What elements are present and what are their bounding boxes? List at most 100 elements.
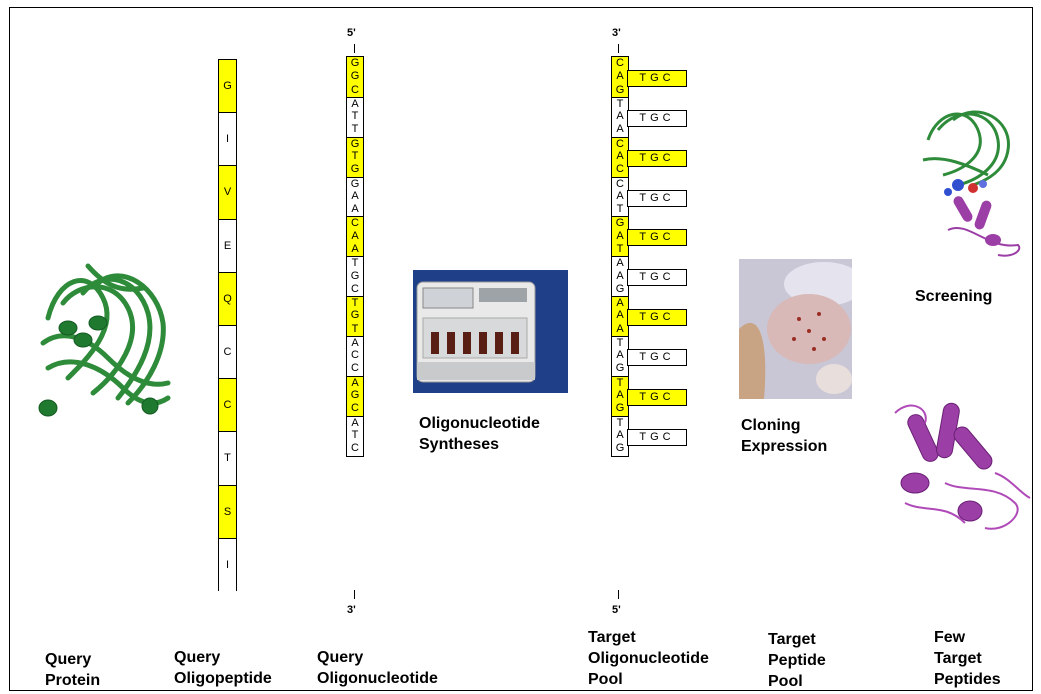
query-oligo-base: A [347, 375, 363, 390]
query-oligo-base: G [347, 309, 363, 323]
target-oligo-base: T [612, 335, 628, 350]
target-oligo-base: T [612, 375, 628, 390]
target-oligo-base: A [612, 70, 628, 84]
query-oligo-base: G [347, 389, 363, 403]
peptide-cell: C [219, 325, 236, 380]
query-oligo-base: G [347, 269, 363, 283]
query-oligo-base: C [347, 402, 363, 416]
peptide-cell: S [219, 485, 236, 539]
anticodon-box: TGC [627, 149, 687, 167]
target-oligo-base: A [612, 322, 628, 336]
query-oligo-base: A [347, 415, 363, 429]
query-oligo-base: A [347, 96, 363, 111]
target-oligo-base: T [612, 242, 628, 257]
screening-complex-image [922, 110, 1021, 257]
query-oligo-base: C [347, 216, 363, 230]
query-oligo-3prime: 3' [347, 604, 356, 616]
query-oligopeptide-label: Query Oligopeptide [174, 649, 272, 687]
target-oligo-base: C [612, 176, 628, 190]
query-oligo-5prime: 5' [347, 27, 356, 39]
target-oligo-base: C [612, 163, 628, 177]
query-oligo-base: T [347, 296, 363, 310]
query-oligo-base: T [347, 256, 363, 270]
peptide-cell: E [219, 219, 236, 273]
query-oligo-base: A [347, 229, 363, 243]
query-oligo-base: T [347, 149, 363, 164]
target-oligo-base: T [612, 96, 628, 111]
target-oligo-base: A [612, 110, 628, 124]
query-oligo-base: C [347, 362, 363, 376]
query-oligo-base: T [347, 428, 363, 443]
target-oligo-base: A [612, 349, 628, 363]
query-oligo-base: C [347, 282, 363, 297]
target-peptides-image [894, 402, 1031, 530]
target-oligo-base: G [612, 442, 628, 456]
query-oligo-base: A [347, 335, 363, 350]
target-oligo-base: C [612, 136, 628, 150]
target-oligo-base: A [612, 149, 628, 164]
anticodon-box: TGC [627, 349, 687, 367]
peptide-cell: Q [219, 272, 236, 326]
target-oligo-base: C [612, 57, 628, 71]
peptide-cell: V [219, 166, 236, 220]
peptide-cell: I [219, 538, 236, 592]
peptide-cell: T [219, 432, 236, 486]
query-oligo-base: G [347, 57, 363, 71]
target-oligo-3prime: 3' [612, 27, 621, 39]
query-oligonucleotide-label: Query Oligonucleotide [317, 649, 438, 687]
synthesizer-image [413, 270, 568, 393]
cloning-label: Cloning Expression [741, 417, 828, 455]
synthesis-label: Oligonucleotide Syntheses [419, 415, 540, 453]
target-oligo-base: A [612, 256, 628, 270]
target-oligo-base: A [612, 296, 628, 310]
query-oligo-base: C [347, 349, 363, 363]
anticodon-box: TGC [627, 109, 687, 127]
target-oligo-base: A [612, 389, 628, 403]
target-oligo-pool-label: Target Oligonucleotide Pool [588, 629, 709, 688]
query-oligo-base: A [347, 203, 363, 217]
query-oligo-base: G [347, 70, 363, 84]
target-oligo-base: G [612, 362, 628, 376]
diagram-frame [9, 7, 1033, 691]
peptide-cell: C [219, 379, 236, 433]
peptide-cell: I [219, 113, 236, 167]
anticodon-box: TGC [627, 229, 687, 247]
query-oligo-base: A [347, 242, 363, 257]
target-oligo-base: A [612, 229, 628, 243]
query-protein-image [38, 263, 171, 417]
query-protein-label: Query Protein [45, 651, 101, 689]
target-oligo-base: A [612, 269, 628, 283]
target-oligo-base: G [612, 282, 628, 297]
cloning-image [739, 259, 852, 399]
target-oligo-base: A [612, 123, 628, 137]
query-oligopeptide-strip: G I V E Q C C T S I [218, 59, 237, 592]
anticodon-box: TGC [627, 269, 687, 287]
query-oligo-base: C [347, 83, 363, 97]
query-oligo-base: A [347, 189, 363, 204]
query-oligo-base: T [347, 110, 363, 124]
query-oligo-base: C [347, 442, 363, 456]
query-oligo-base: G [347, 176, 363, 190]
target-oligo-base: T [612, 203, 628, 217]
target-oligo-base: A [612, 309, 628, 323]
query-oligo-base: T [347, 322, 363, 336]
anticodon-box: TGC [627, 70, 687, 87]
query-oligo-base: G [347, 136, 363, 150]
target-oligo-base: A [612, 189, 628, 204]
target-oligo-base: G [612, 402, 628, 416]
few-target-peptides-label: Few Target Peptides [934, 629, 1001, 688]
target-oligo-base: G [612, 83, 628, 97]
target-oligo-base: A [612, 428, 628, 443]
anticodon-box: TGC [627, 388, 687, 406]
query-oligo-base: G [347, 163, 363, 177]
screening-label: Screening [915, 288, 993, 305]
peptide-cell: G [219, 60, 236, 114]
anticodon-box: TGC [627, 189, 687, 207]
target-peptide-pool-label: Target Peptide Pool [768, 631, 826, 690]
target-oligo-base: G [612, 216, 628, 230]
target-oligo-5prime: 5' [612, 604, 621, 616]
anticodon-box: TGC [627, 309, 687, 327]
target-oligo-base: T [612, 415, 628, 429]
